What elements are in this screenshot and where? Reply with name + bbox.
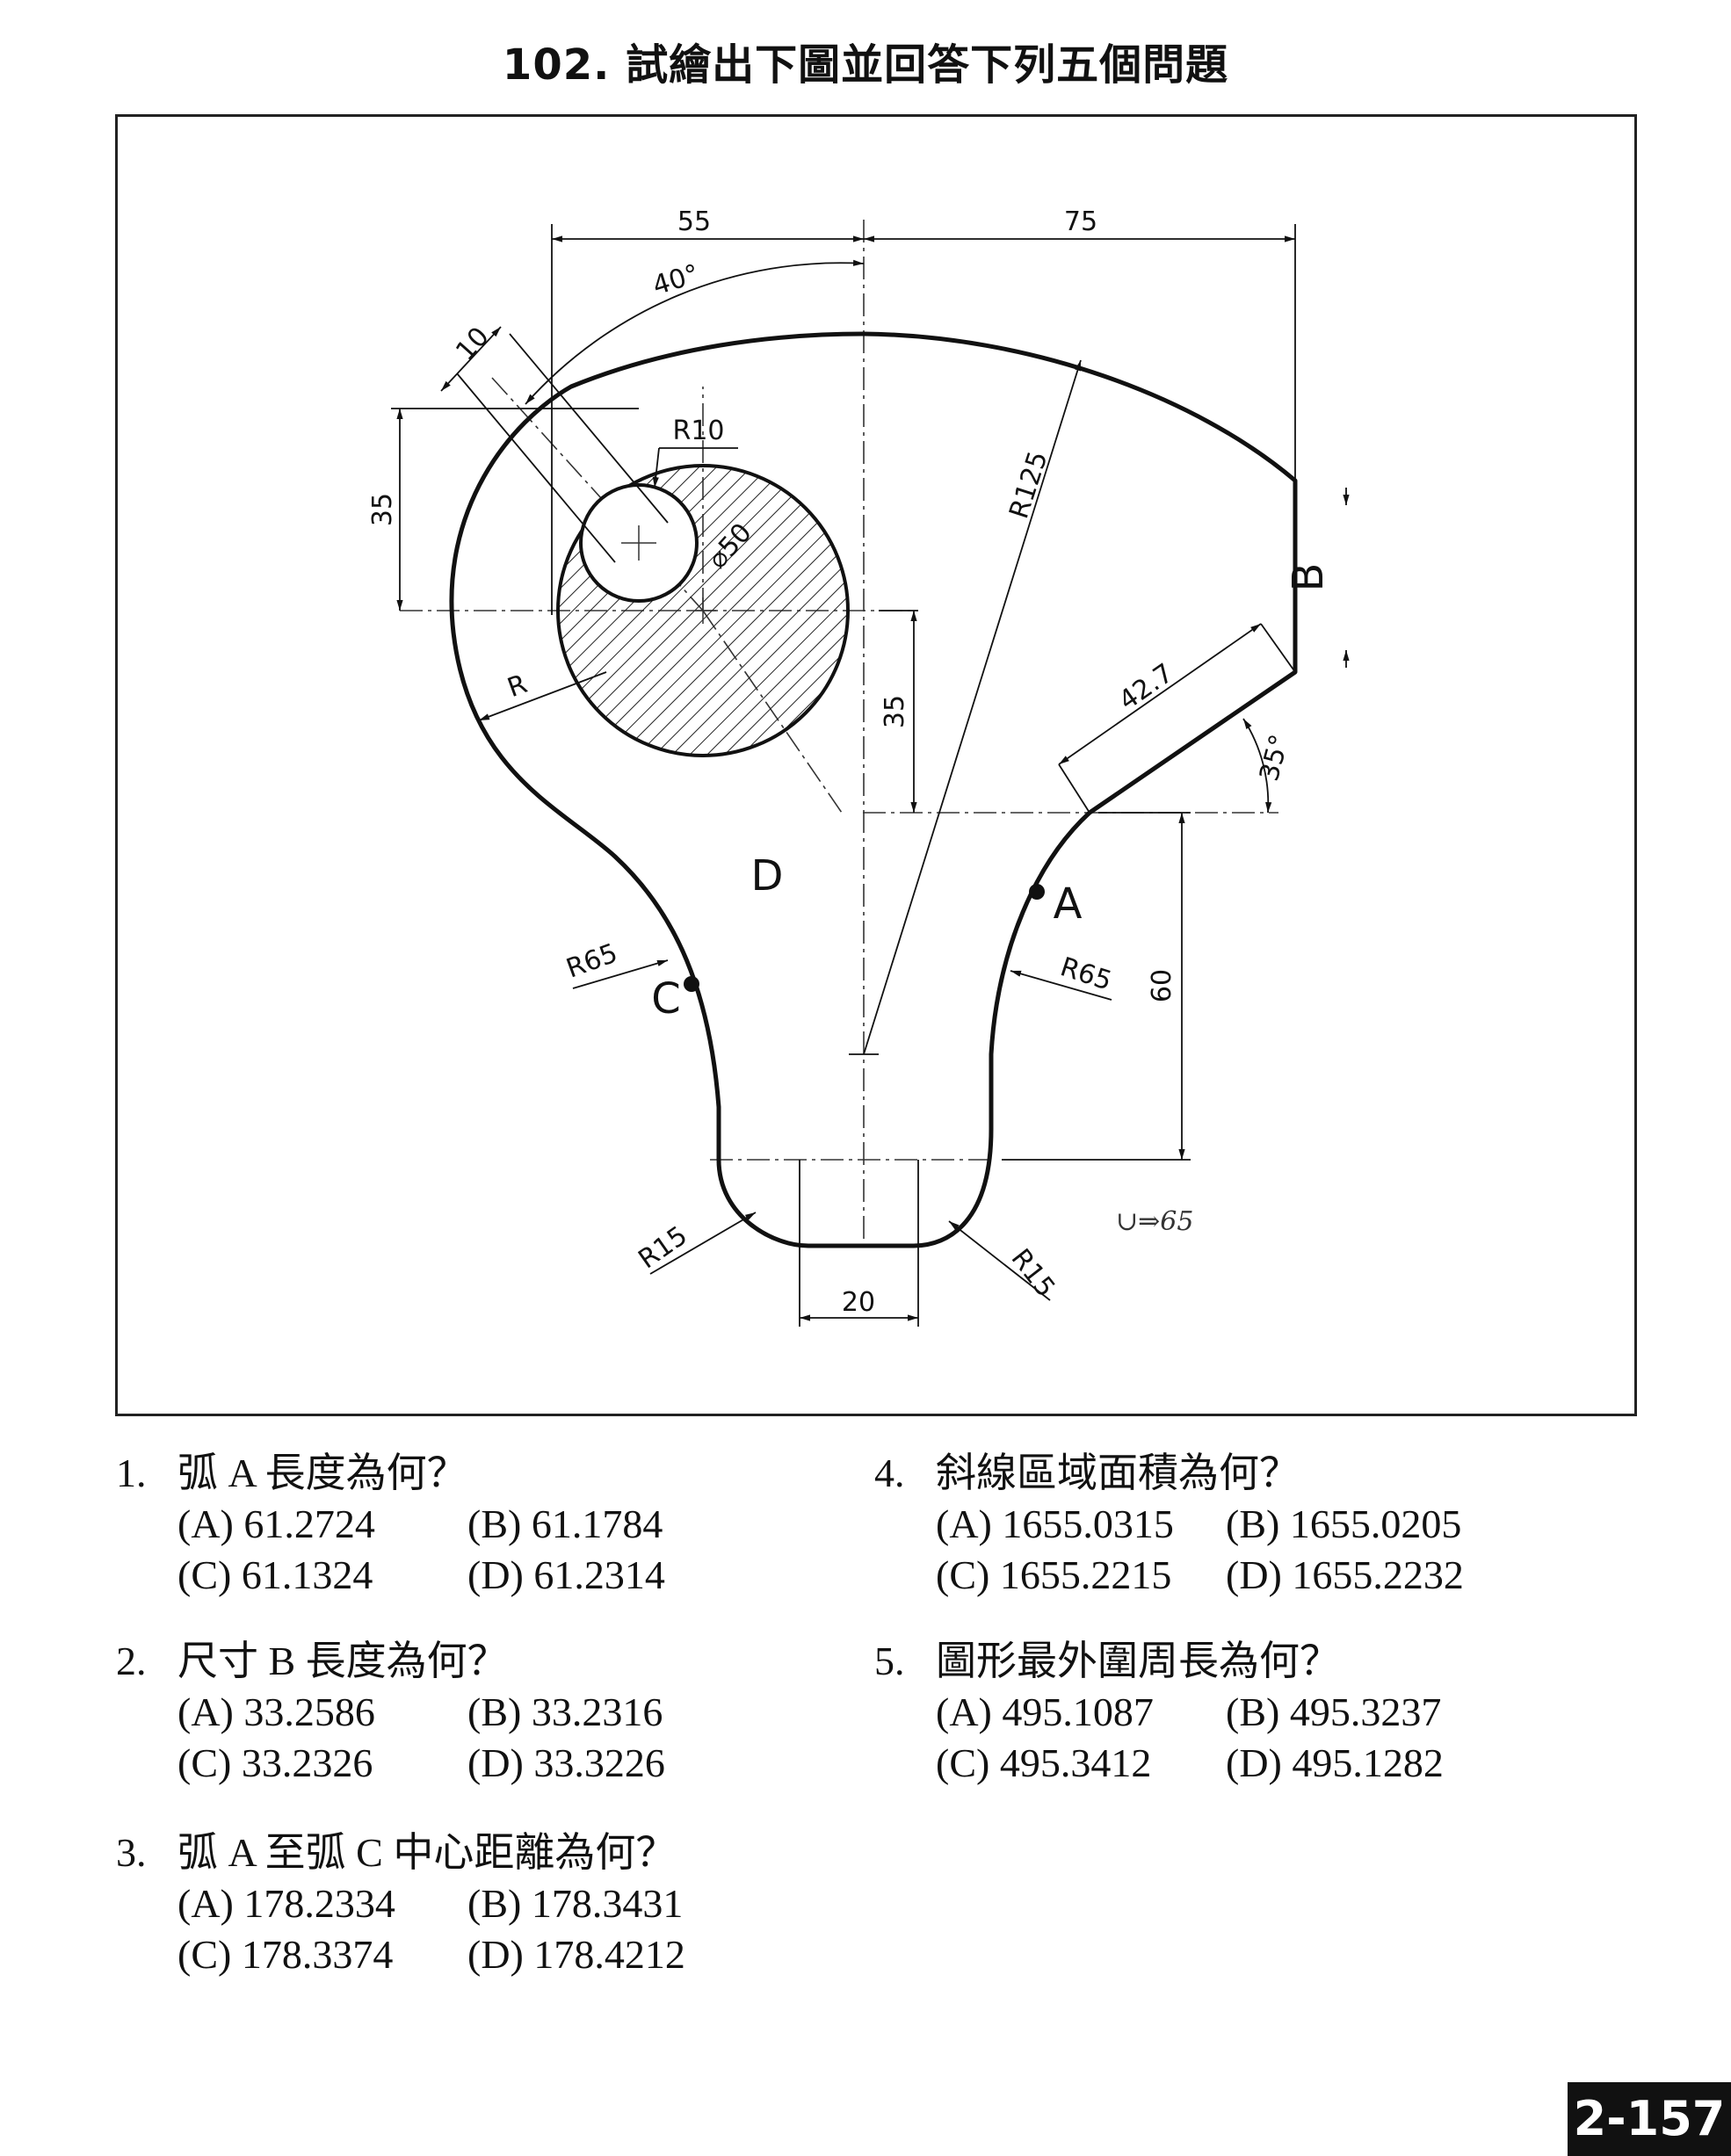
option-c[interactable]: (C) 61.1324 bbox=[177, 1552, 373, 1597]
option-a[interactable]: (A) 178.2334 bbox=[177, 1881, 395, 1926]
question-text: 尺寸 B 長度為何？ bbox=[177, 1639, 508, 1683]
label-d: D bbox=[751, 851, 784, 901]
question-text: 斜線區域面積為何？ bbox=[936, 1451, 1300, 1495]
dim-r65-right: R65 bbox=[1056, 951, 1115, 997]
handwritten-note: ∪⇒65 bbox=[1116, 1206, 1193, 1237]
dim-r15-right: R15 bbox=[1005, 1243, 1061, 1303]
dim-r65-left: R65 bbox=[562, 938, 621, 985]
dim-60: 60 bbox=[1147, 969, 1177, 1002]
option-a[interactable]: (A) 495.1087 bbox=[936, 1689, 1154, 1734]
option-b[interactable]: (B) 178.3431 bbox=[467, 1881, 684, 1926]
dim-r125: R125 bbox=[1003, 448, 1054, 523]
question-number: 3. bbox=[116, 1830, 147, 1875]
dim-35-mid: 35 bbox=[880, 695, 910, 728]
option-a[interactable]: (A) 33.2586 bbox=[177, 1689, 375, 1734]
dim-55: 55 bbox=[677, 206, 711, 237]
dim-42-7: 42.7 bbox=[1113, 658, 1179, 717]
question-4: 4.斜線區域面積為何？ (A) 1655.0315 (B) 1655.0205 … bbox=[874, 1448, 1516, 1601]
option-b[interactable]: (B) 1655.0205 bbox=[1226, 1501, 1462, 1546]
dim-35-degree: 35° bbox=[1254, 731, 1296, 784]
option-d[interactable]: (D) 33.3226 bbox=[467, 1740, 665, 1785]
question-3: 3. 弧 A 至弧 C 中心距離為何？ (A) 178.2334 (B) 178.… bbox=[116, 1827, 757, 1980]
question-text: 圖形最外圍周長為何？ bbox=[936, 1639, 1340, 1683]
label-c: C bbox=[651, 974, 681, 1024]
question-number: 1. bbox=[116, 1451, 147, 1495]
option-b[interactable]: (B) 495.3237 bbox=[1226, 1689, 1442, 1734]
dim-40-degree: 40° bbox=[649, 258, 703, 301]
dim-r: R bbox=[503, 669, 532, 704]
question-text: 弧 A 長度為何？ bbox=[177, 1451, 467, 1495]
option-b[interactable]: (B) 61.1784 bbox=[467, 1501, 663, 1546]
technical-drawing: 55 75 40° 10 R10 35 ⌀50 R125 R 35 42.7 3… bbox=[367, 206, 1350, 1327]
option-c[interactable]: (C) 1655.2215 bbox=[936, 1552, 1172, 1597]
question-number: 2. bbox=[116, 1639, 147, 1683]
question-number: 4. bbox=[874, 1451, 905, 1495]
option-d[interactable]: (D) 495.1282 bbox=[1226, 1740, 1444, 1785]
drawing-frame bbox=[115, 114, 1637, 1416]
outer-profile bbox=[449, 331, 1298, 1248]
option-d[interactable]: (D) 1655.2232 bbox=[1226, 1552, 1464, 1597]
dimension-lines bbox=[391, 224, 1350, 1327]
dim-75: 75 bbox=[1064, 206, 1097, 237]
option-b[interactable]: (B) 33.2316 bbox=[467, 1689, 663, 1734]
dim-10: 10 bbox=[450, 322, 496, 367]
question-5: 5. 圖形最外圍周長為何？ (A) 495.1087 (B) 495.3237 (… bbox=[874, 1636, 1516, 1789]
question-2: 2. 尺寸 B 長度為何？ (A) 33.2586 (B) 33.2316 (C)… bbox=[116, 1636, 757, 1789]
option-a[interactable]: (A) 1655.0315 bbox=[936, 1501, 1174, 1546]
dim-35-left: 35 bbox=[367, 493, 398, 526]
problem-title: 102. 試繪出下圖並回答下列五個問題 bbox=[502, 40, 1229, 90]
question-1: 1. 弧 A 長度為何？ (A) 61.2724 (B) 61.1784 (C) … bbox=[116, 1448, 757, 1601]
option-a[interactable]: (A) 61.2724 bbox=[177, 1501, 375, 1546]
label-a: A bbox=[1054, 879, 1083, 929]
point-c-marker bbox=[684, 976, 699, 992]
page-number: 2-157 bbox=[1568, 2082, 1731, 2156]
question-number: 5. bbox=[874, 1639, 905, 1683]
option-c[interactable]: (C) 495.3412 bbox=[936, 1740, 1152, 1785]
question-text: 弧 A 至弧 C 中心距離為何？ bbox=[177, 1830, 677, 1875]
point-a-marker bbox=[1029, 884, 1045, 900]
option-d[interactable]: (D) 178.4212 bbox=[467, 1932, 685, 1977]
option-c[interactable]: (C) 178.3374 bbox=[177, 1932, 394, 1977]
label-b: B bbox=[1284, 563, 1333, 592]
option-c[interactable]: (C) 33.2326 bbox=[177, 1740, 373, 1785]
dim-r10: R10 bbox=[672, 416, 724, 446]
dim-20: 20 bbox=[842, 1287, 875, 1318]
option-d[interactable]: (D) 61.2314 bbox=[467, 1552, 665, 1597]
centerlines bbox=[400, 220, 1278, 1248]
